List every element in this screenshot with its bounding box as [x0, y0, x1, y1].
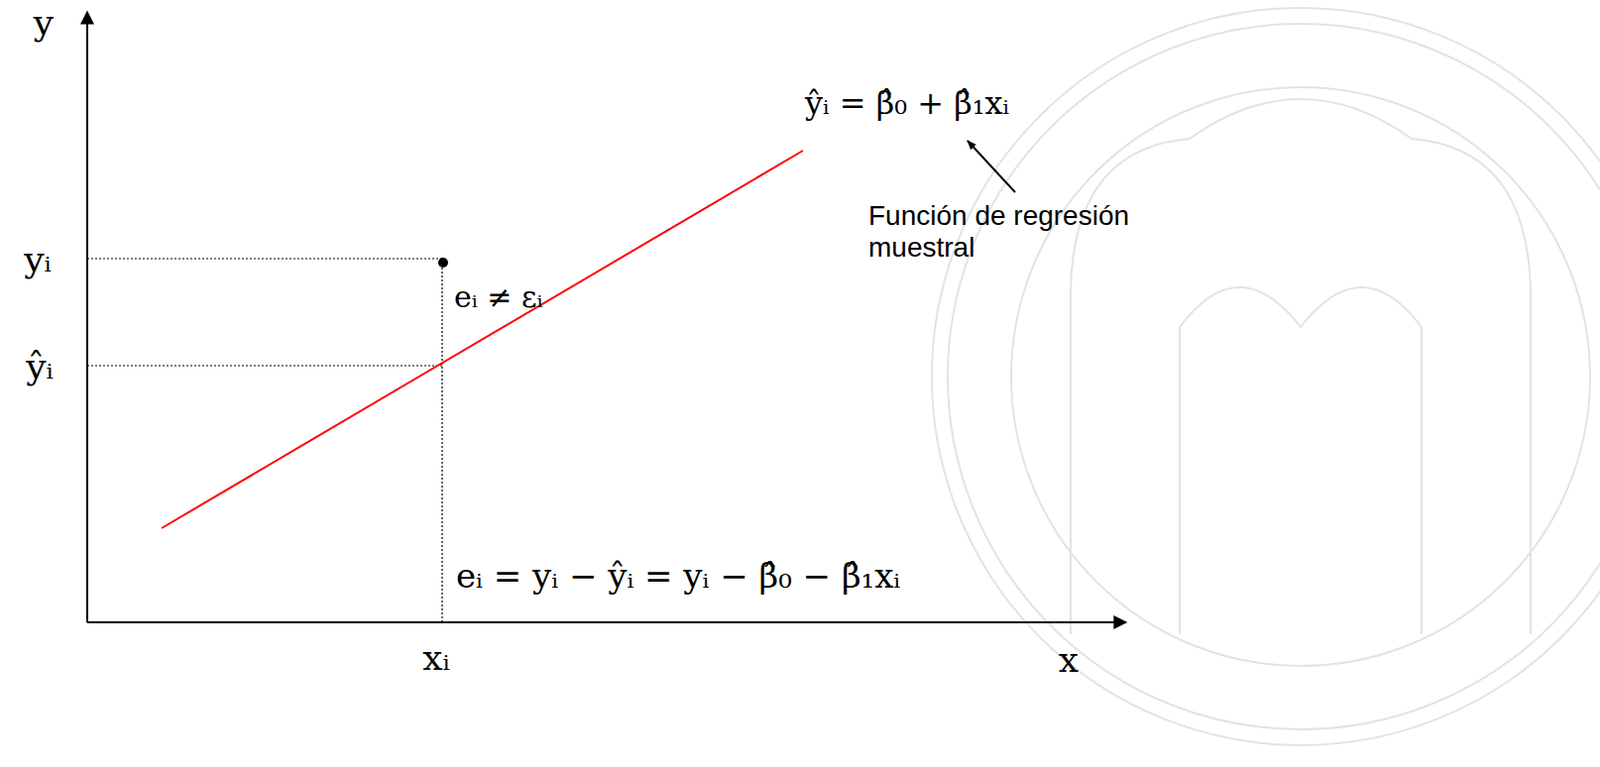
y-axis — [86, 11, 89, 623]
seal-inner-arch — [1179, 287, 1422, 635]
residual-label: eᵢ ≠ εᵢ — [454, 280, 544, 316]
axis-label: y — [33, 1, 54, 43]
axis-label: x — [1058, 639, 1079, 681]
university-seal-watermark — [931, 7, 1600, 746]
seal-arch — [1070, 99, 1531, 635]
callout-note: Función de regresión muestral — [868, 200, 1166, 264]
dotted-guide — [441, 263, 443, 623]
dotted-guide — [87, 257, 444, 259]
x-axis — [87, 621, 1127, 624]
regression-line — [161, 150, 803, 529]
leader-arrow — [967, 140, 1016, 193]
axis-value-label: yᵢ — [23, 238, 52, 280]
data-point — [438, 257, 449, 268]
seal-outer-ring — [931, 7, 1600, 746]
seal-inner-ring — [1011, 87, 1591, 667]
seal-ring — [947, 23, 1600, 730]
dotted-guide — [87, 364, 444, 366]
residual-equation: eᵢ = yᵢ − ŷᵢ = yᵢ − β̂₀ − β̂₁xᵢ — [456, 557, 901, 596]
axis-value-label: ŷᵢ — [25, 345, 54, 387]
regression-equation: ŷᵢ = β̂₀ + β̂₁xᵢ — [804, 85, 1010, 122]
axis-value-label: xᵢ — [422, 637, 451, 679]
